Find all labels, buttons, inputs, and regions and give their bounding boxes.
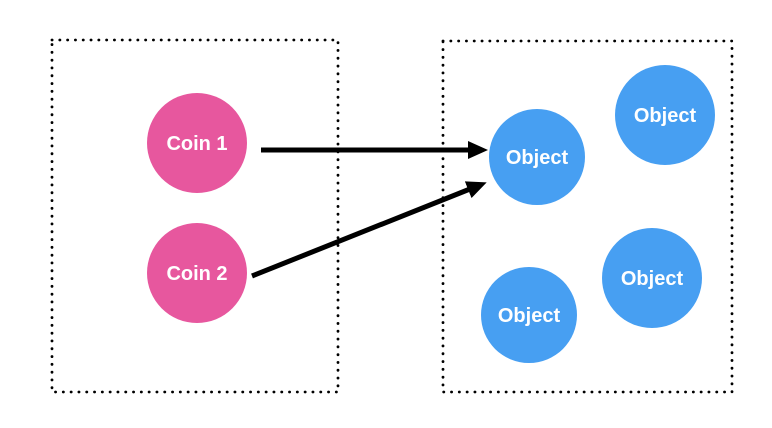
object-mid-left-circle — [489, 109, 585, 205]
object-bottom-right-node: Object — [602, 228, 702, 328]
object-bottom-left-label: Object — [498, 305, 561, 327]
object-bottom-right-label: Object — [621, 268, 684, 290]
coin-1-circle — [147, 93, 247, 193]
object-top-right-circle — [615, 65, 715, 165]
coin-2-label: Coin 2 — [166, 263, 227, 285]
coin-2-circle — [147, 223, 247, 323]
object-top-right-node: Object — [615, 65, 715, 165]
object-top-right-label: Object — [634, 105, 697, 127]
arrow-coin2-to-object — [251, 181, 487, 279]
coin-1-node: Coin 1 — [147, 93, 247, 193]
coin-1-label: Coin 1 — [166, 133, 227, 155]
object-bottom-left-node: Object — [481, 267, 577, 363]
object-mid-left-node: Object — [489, 109, 585, 205]
object-bottom-right-circle — [602, 228, 702, 328]
coin-2-node: Coin 2 — [147, 223, 247, 323]
object-bottom-left-circle — [481, 267, 577, 363]
left-group-box — [50, 38, 340, 394]
object-mid-left-label: Object — [506, 147, 569, 169]
